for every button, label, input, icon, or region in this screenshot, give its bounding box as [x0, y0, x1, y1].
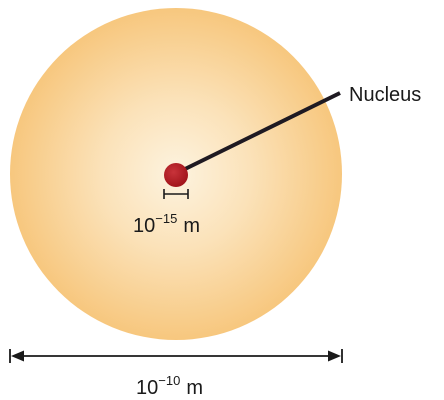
arrowhead-left-icon [11, 350, 24, 362]
atom-scale-bar [9, 349, 343, 363]
arrowhead-right-icon [328, 350, 341, 362]
atom-size-base: 10 [136, 377, 158, 399]
atom-size-unit: m [186, 377, 203, 399]
nucleus-size-exponent: −15 [155, 211, 177, 226]
nucleus-scale-bar [163, 189, 189, 199]
nucleus [164, 163, 188, 187]
atom-size-exponent: −10 [158, 373, 180, 388]
nucleus-pointer-line [182, 91, 341, 172]
nucleus-size-base: 10 [133, 215, 155, 237]
atom-size-label: 10−10 m [136, 373, 203, 399]
nucleus-label: Nucleus [349, 84, 421, 106]
nucleus-size-label: 10−15 m [133, 211, 200, 237]
nucleus-size-unit: m [183, 215, 200, 237]
